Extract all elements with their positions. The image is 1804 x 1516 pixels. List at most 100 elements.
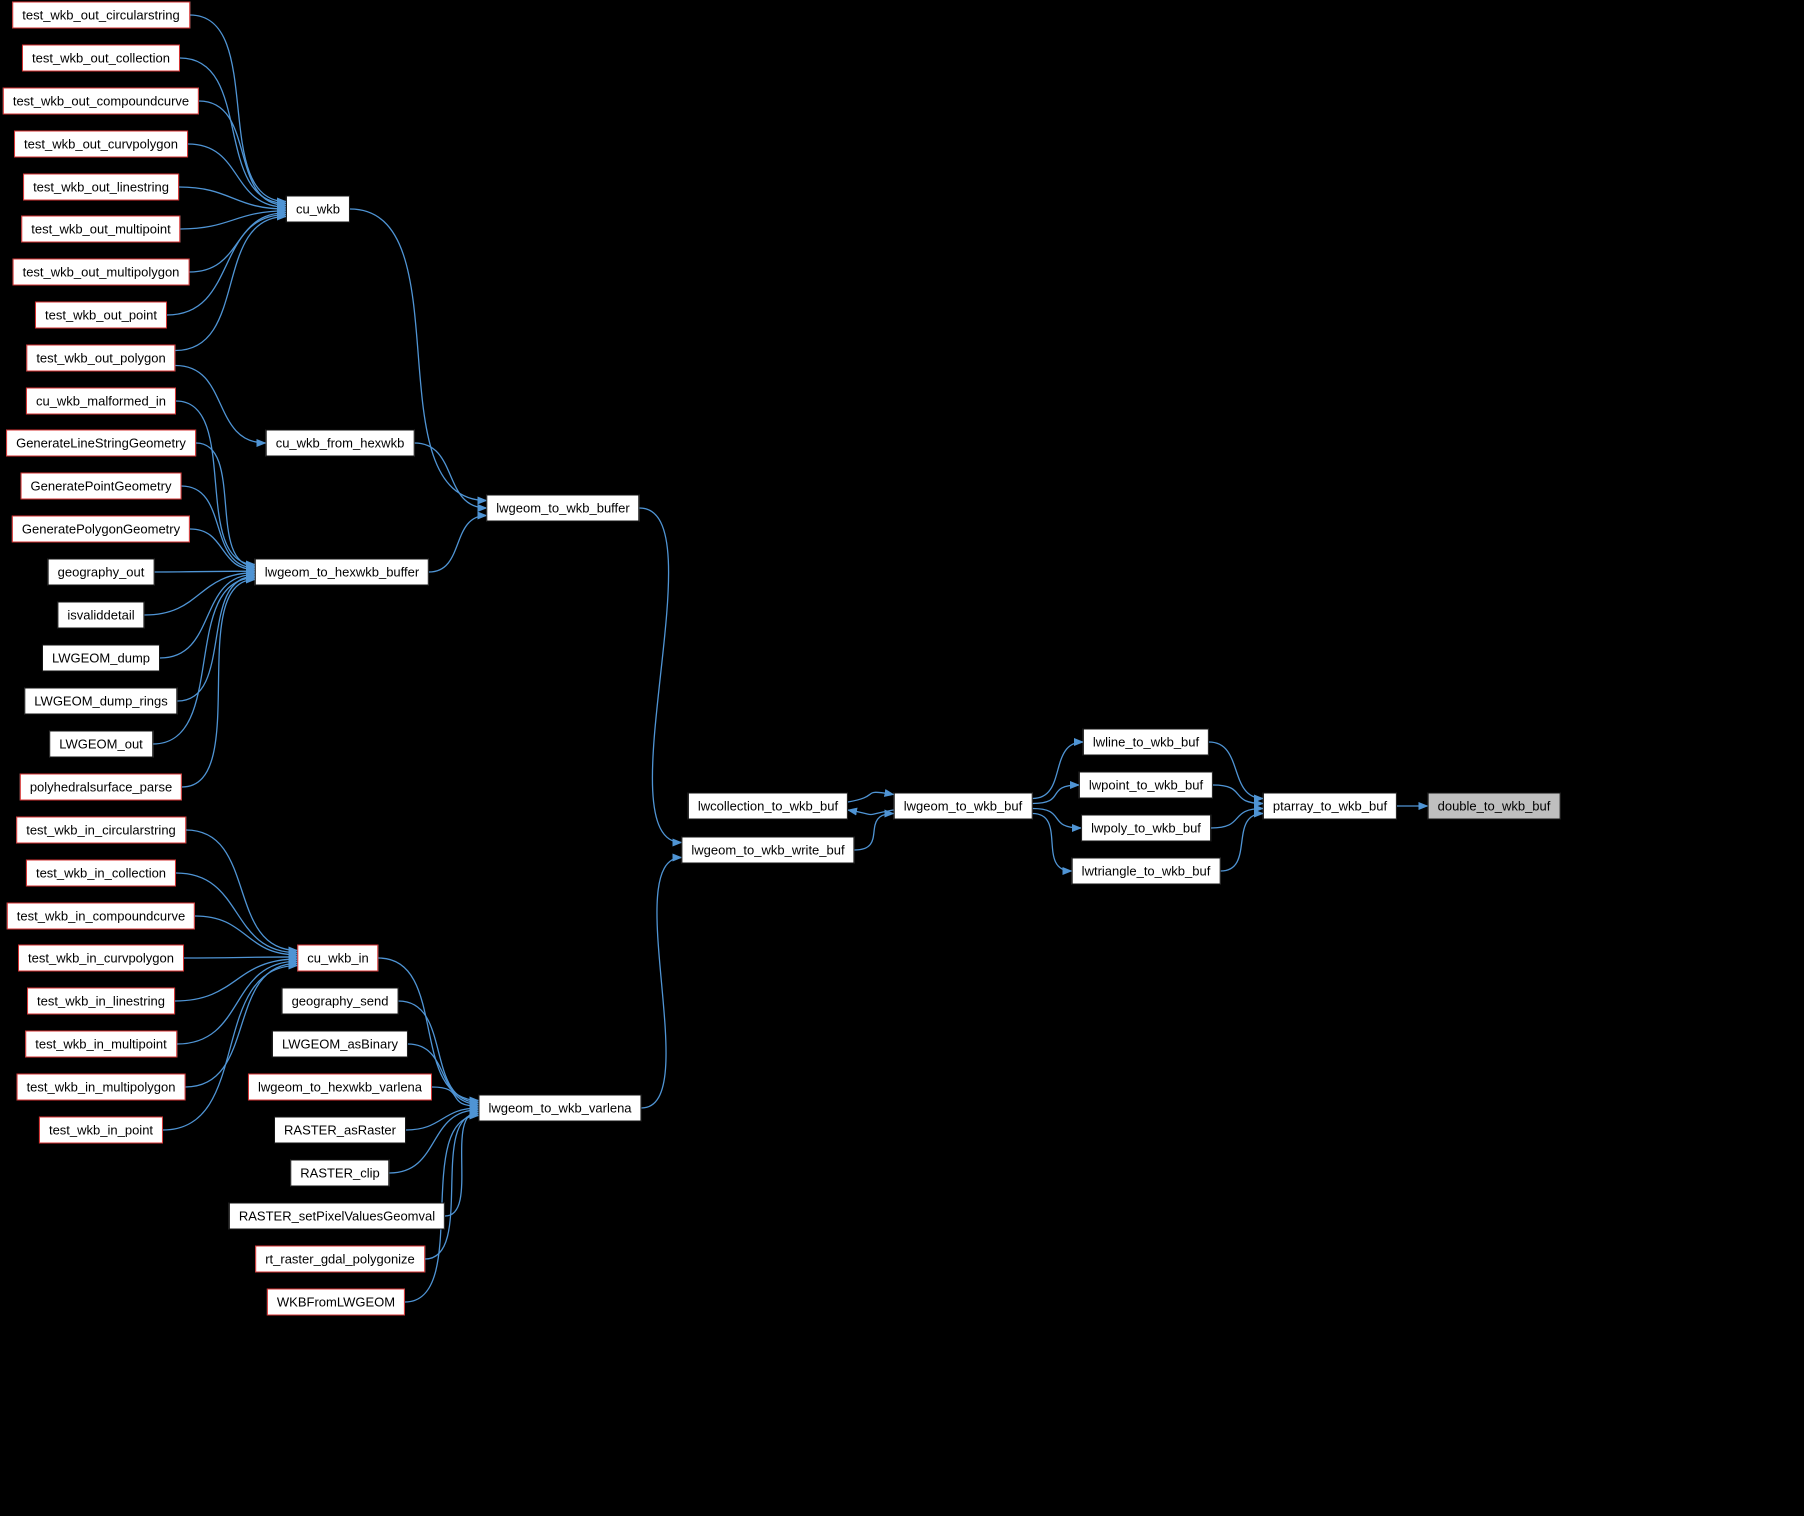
graph-node-GenerateLineStringGeometry[interactable]: GenerateLineStringGeometry xyxy=(6,429,196,457)
graph-node-test_wkb_out_point[interactable]: test_wkb_out_point xyxy=(34,301,168,329)
graph-node-cu_wkb_from_hexwkb[interactable]: cu_wkb_from_hexwkb xyxy=(265,429,415,457)
graph-node-rt_raster_gdal_polygonize[interactable]: rt_raster_gdal_polygonize xyxy=(255,1245,425,1273)
call-edge-lwgeom_to_wkb_buf-to-lwpoly_to_wkb_buf xyxy=(1032,807,1082,832)
graph-node-test_wkb_in_multipoint[interactable]: test_wkb_in_multipoint xyxy=(25,1030,177,1058)
call-edge-lwtriangle_to_wkb_buf-to-ptarray_to_wkb_buf xyxy=(1220,809,1264,872)
graph-node-cu_wkb_in[interactable]: cu_wkb_in xyxy=(297,944,379,972)
call-edge-test_wkb_in_linestring-to-cu_wkb_in xyxy=(174,955,299,1002)
call-edge-test_wkb_out_polygon-to-cu_wkb_from_hexwkb xyxy=(175,364,267,447)
graph-node-cu_wkb_malformed_in[interactable]: cu_wkb_malformed_in xyxy=(25,387,177,415)
graph-node-test_wkb_in_collection[interactable]: test_wkb_in_collection xyxy=(25,859,177,887)
graph-node-test_wkb_in_linestring[interactable]: test_wkb_in_linestring xyxy=(27,987,175,1015)
call-edge-GenerateLineStringGeometry-to-lwgeom_to_hexwkb_buffer xyxy=(195,442,256,571)
call-edge-lwpoly_to_wkb_buf-to-ptarray_to_wkb_buf xyxy=(1210,804,1264,829)
graph-node-test_wkb_out_multipolygon[interactable]: test_wkb_out_multipolygon xyxy=(12,258,190,286)
call-edge-LWGEOM_asBinary-to-lwgeom_to_wkb_varlena xyxy=(407,1043,480,1109)
graph-node-lwline_to_wkb_buf[interactable]: lwline_to_wkb_buf xyxy=(1082,728,1210,756)
call-edge-test_wkb_out_polygon-to-cu_wkb xyxy=(175,212,287,352)
call-edge-GeneratePointGeometry-to-lwgeom_to_hexwkb_buffer xyxy=(181,485,256,572)
call-edge-cu_wkb_from_hexwkb-to-lwgeom_to_wkb_buffer xyxy=(414,442,488,512)
graph-node-ptarray_to_wkb_buf[interactable]: ptarray_to_wkb_buf xyxy=(1262,792,1398,820)
graph-node-double_to_wkb_buf: double_to_wkb_buf xyxy=(1427,792,1561,820)
graph-node-lwgeom_to_wkb_buf[interactable]: lwgeom_to_wkb_buf xyxy=(893,792,1033,820)
call-edge-test_wkb_out_circularstring-to-cu_wkb xyxy=(189,14,287,206)
call-edge-geography_out-to-lwgeom_to_hexwkb_buffer xyxy=(154,567,256,576)
graph-node-WKBFromLWGEOM[interactable]: WKBFromLWGEOM xyxy=(266,1288,406,1316)
graph-node-LWGEOM_out[interactable]: LWGEOM_out xyxy=(49,730,153,758)
graph-node-lwgeom_to_wkb_buffer[interactable]: lwgeom_to_wkb_buffer xyxy=(486,494,640,522)
call-edge-polyhedralsurface_parse-to-lwgeom_to_hexwkb_buffer xyxy=(181,575,256,788)
graph-node-test_wkb_in_circularstring[interactable]: test_wkb_in_circularstring xyxy=(16,816,186,844)
call-edge-LWGEOM_out-to-lwgeom_to_hexwkb_buffer xyxy=(152,573,256,745)
graph-node-lwgeom_to_hexwkb_varlena[interactable]: lwgeom_to_hexwkb_varlena xyxy=(247,1073,433,1101)
graph-node-LWGEOM_asBinary[interactable]: LWGEOM_asBinary xyxy=(271,1030,409,1058)
call-edge-test_wkb_in_circularstring-to-cu_wkb_in xyxy=(185,829,299,955)
graph-node-LWGEOM_dump_rings[interactable]: LWGEOM_dump_rings xyxy=(24,687,178,715)
graph-node-GeneratePolygonGeometry[interactable]: GeneratePolygonGeometry xyxy=(11,515,191,543)
graph-node-geography_send[interactable]: geography_send xyxy=(281,987,399,1015)
call-edge-test_wkb_out_collection-to-cu_wkb xyxy=(179,57,287,208)
graph-node-test_wkb_in_point[interactable]: test_wkb_in_point xyxy=(38,1116,164,1144)
call-edge-lwgeom_to_wkb_buf-to-lwline_to_wkb_buf xyxy=(1032,738,1084,800)
graph-node-lwgeom_to_wkb_write_buf[interactable]: lwgeom_to_wkb_write_buf xyxy=(681,836,855,864)
call-edge-lwgeom_to_wkb_varlena-to-lwgeom_to_wkb_write_buf xyxy=(641,853,683,1109)
graph-node-lwpoint_to_wkb_buf[interactable]: lwpoint_to_wkb_buf xyxy=(1078,771,1214,799)
call-edge-RASTER_asRaster-to-lwgeom_to_wkb_varlena xyxy=(405,1104,480,1131)
graph-node-test_wkb_out_multipoint[interactable]: test_wkb_out_multipoint xyxy=(21,215,181,243)
call-edge-lwgeom_to_wkb_buffer-to-lwgeom_to_wkb_write_buf xyxy=(639,507,683,847)
call-edge-test_wkb_in_collection-to-cu_wkb_in xyxy=(175,872,299,957)
graph-node-test_wkb_out_compoundcurve[interactable]: test_wkb_out_compoundcurve xyxy=(2,87,200,115)
call-edge-geography_send-to-lwgeom_to_wkb_varlena xyxy=(398,1000,480,1107)
graph-node-lwpoly_to_wkb_buf[interactable]: lwpoly_to_wkb_buf xyxy=(1081,814,1211,842)
call-edge-test_wkb_out_curvpolygon-to-cu_wkb xyxy=(187,143,287,212)
graph-node-test_wkb_out_curvpolygon[interactable]: test_wkb_out_curvpolygon xyxy=(14,130,188,158)
call-edge-test_wkb_in_multipoint-to-cu_wkb_in xyxy=(176,957,299,1045)
graph-node-GeneratePointGeometry[interactable]: GeneratePointGeometry xyxy=(20,472,182,500)
call-edge-LWGEOM_dump-to-lwgeom_to_hexwkb_buffer xyxy=(159,570,256,659)
graph-node-lwtriangle_to_wkb_buf[interactable]: lwtriangle_to_wkb_buf xyxy=(1071,857,1221,885)
graph-node-LWGEOM_dump[interactable]: LWGEOM_dump xyxy=(41,644,161,672)
graph-node-isvaliddetail[interactable]: isvaliddetail xyxy=(57,601,145,629)
call-edge-lwgeom_to_wkb_write_buf-to-lwgeom_to_wkb_buf xyxy=(854,809,895,851)
graph-node-RASTER_clip[interactable]: RASTER_clip xyxy=(290,1159,390,1187)
graph-node-lwcollection_to_wkb_buf[interactable]: lwcollection_to_wkb_buf xyxy=(687,792,849,820)
call-edge-test_wkb_in_compoundcurve-to-cu_wkb_in xyxy=(194,915,299,959)
graph-node-test_wkb_out_polygon[interactable]: test_wkb_out_polygon xyxy=(26,344,176,372)
graph-node-RASTER_setPixelValuesGeomval[interactable]: RASTER_setPixelValuesGeomval xyxy=(228,1202,446,1230)
call-edge-lwline_to_wkb_buf-to-ptarray_to_wkb_buf xyxy=(1208,741,1264,803)
graph-node-geography_out[interactable]: geography_out xyxy=(47,558,155,586)
graph-node-lwgeom_to_hexwkb_buffer[interactable]: lwgeom_to_hexwkb_buffer xyxy=(254,558,430,586)
graph-node-test_wkb_in_curvpolygon[interactable]: test_wkb_in_curvpolygon xyxy=(18,944,184,972)
call-edge-cu_wkb_malformed_in-to-lwgeom_to_hexwkb_buffer xyxy=(175,400,256,569)
call-edge-lwgeom_to_wkb_buf-to-lwcollection_to_wkb_buf xyxy=(847,807,894,816)
graph-node-cu_wkb[interactable]: cu_wkb xyxy=(285,195,351,223)
call-edge-lwpoint_to_wkb_buf-to-ptarray_to_wkb_buf xyxy=(1212,784,1264,808)
call-edge-test_wkb_in_point-to-cu_wkb_in xyxy=(162,961,299,1131)
call-edge-test_wkb_out_point-to-cu_wkb xyxy=(166,210,287,316)
graph-node-test_wkb_in_compoundcurve[interactable]: test_wkb_in_compoundcurve xyxy=(6,902,196,930)
graph-node-test_wkb_in_multipolygon[interactable]: test_wkb_in_multipolygon xyxy=(16,1073,186,1101)
call-edge-RASTER_setPixelValuesGeomval-to-lwgeom_to_wkb_varlena xyxy=(444,1107,480,1217)
call-edge-LWGEOM_dump_rings-to-lwgeom_to_hexwkb_buffer xyxy=(177,572,256,702)
call-edge-RASTER_clip-to-lwgeom_to_wkb_varlena xyxy=(389,1105,480,1174)
graph-node-polyhedralsurface_parse[interactable]: polyhedralsurface_parse xyxy=(19,773,183,801)
call-edge-test_wkb_out_compoundcurve-to-cu_wkb xyxy=(198,100,287,210)
graph-node-test_wkb_out_circularstring[interactable]: test_wkb_out_circularstring xyxy=(12,1,190,29)
graph-node-RASTER_asRaster[interactable]: RASTER_asRaster xyxy=(274,1116,406,1144)
graph-node-test_wkb_out_linestring[interactable]: test_wkb_out_linestring xyxy=(23,173,179,201)
graph-node-lwgeom_to_wkb_varlena[interactable]: lwgeom_to_wkb_varlena xyxy=(478,1094,642,1122)
call-edge-test_wkb_in_multipolygon-to-cu_wkb_in xyxy=(185,959,299,1088)
call-edge-lwgeom_to_wkb_buf-to-lwpoint_to_wkb_buf xyxy=(1032,781,1080,805)
call-edge-GeneratePolygonGeometry-to-lwgeom_to_hexwkb_buffer xyxy=(189,528,256,574)
graph-node-test_wkb_out_collection[interactable]: test_wkb_out_collection xyxy=(21,44,181,72)
call-edge-lwgeom_to_hexwkb_buffer-to-lwgeom_to_wkb_buffer xyxy=(428,511,488,573)
call-edge-lwgeom_to_wkb_buf-to-lwtriangle_to_wkb_buf xyxy=(1032,812,1073,875)
call-edge-cu_wkb-to-lwgeom_to_wkb_buffer xyxy=(349,208,488,505)
call-edge-test_wkb_out_multipoint-to-cu_wkb xyxy=(180,206,287,230)
call-edge-lwcollection_to_wkb_buf-to-lwgeom_to_wkb_buf xyxy=(847,789,895,803)
call-edge-test_wkb_in_curvpolygon-to-cu_wkb_in xyxy=(183,952,299,961)
call-edge-isvaliddetail-to-lwgeom_to_hexwkb_buffer xyxy=(144,568,256,616)
call-edge-lwgeom_to_hexwkb_varlena-to-lwgeom_to_wkb_varlena xyxy=(431,1086,480,1111)
